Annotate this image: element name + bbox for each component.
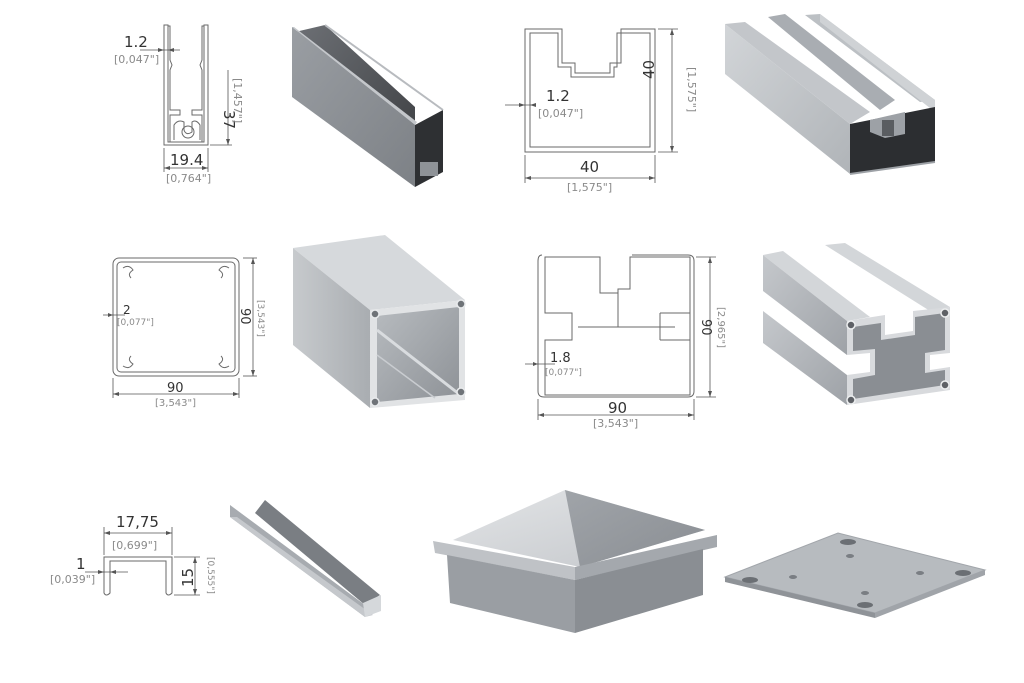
profile-b-height-label: 40 [640, 60, 658, 79]
profile-d-width-inch-label: [3,543"] [593, 417, 638, 430]
profile-d-thickness-label: 1.8 [550, 351, 571, 366]
profile-c-width-inch-label: [3,543"] [155, 398, 196, 409]
profile-d-height-label: 90 [698, 319, 713, 336]
drawing-profile-e: 17,75 [0,699"] 1 [0,039"] 15 [0,555"] [40, 505, 225, 605]
profile-a-width-label: 19.4 [170, 151, 203, 169]
profile-b-height-inch-label: [1,575"] [685, 67, 698, 112]
profile-c-thickness-inch-label: [0,077"] [117, 318, 154, 328]
drawing-profile-b: 1.2 [0,047"] 40 [1,575"] 40 [1,575"] [500, 15, 700, 195]
profile-c-height-inch-label: [3,543"] [255, 300, 265, 337]
profile-c-height-label: 90 [237, 308, 252, 325]
profile-a-thickness-label: 1.2 [124, 33, 148, 51]
small-u-channel-render [225, 495, 385, 625]
profile-a-width-inch-label: [0,764"] [166, 172, 211, 185]
profile-c-thickness-label: 2 [123, 303, 131, 317]
profile-a-thickness-inch-label: [0,047"] [114, 53, 159, 66]
square-base-plate-render [720, 525, 990, 620]
drawing-profile-a: 1.2 [0,047"] 19.4 [0,764"] 37 [1,457"] [100, 20, 270, 195]
profile-d-thickness-inch-label: [0,077"] [545, 368, 582, 378]
profile-d-height-inch-label: [2,965"] [715, 307, 726, 348]
profile-c-width-label: 90 [167, 381, 184, 396]
profile-e-thickness-label: 1 [76, 555, 86, 573]
pyramid-post-cap-render [425, 485, 725, 650]
cross-slot-profile-render [755, 235, 955, 415]
u-channel-profile-render [285, 22, 455, 192]
square-tube-profile-render [285, 230, 475, 415]
double-groove-profile-render [720, 12, 955, 187]
profile-d-width-label: 90 [608, 399, 627, 417]
profile-e-height-label: 15 [179, 568, 197, 587]
profile-b-width-label: 40 [580, 158, 599, 176]
profile-b-thickness-inch-label: [0,047"] [538, 107, 583, 120]
profile-a-height-inch-label: [1,457"] [231, 78, 244, 123]
drawing-profile-d: 1.8 [0,077"] 90 [3,543"] 90 [2,965"] [520, 245, 730, 435]
profile-e-thickness-inch-label: [0,039"] [50, 573, 95, 586]
profile-e-width-inch-label: [0,699"] [112, 539, 157, 552]
profile-e-width-label: 17,75 [116, 513, 159, 531]
profile-a-cross-section: 1.2 [0,047"] 19.4 [0,764"] 37 [1,457"] [114, 24, 244, 185]
profile-b-thickness-label: 1.2 [546, 87, 570, 105]
profile-e-height-inch-label: [0,555"] [205, 557, 215, 594]
profile-a-height-label: 37 [220, 110, 238, 129]
drawing-profile-c: 2 [0,077"] 90 [3,543"] 90 [3,543"] [95, 250, 270, 410]
profile-b-width-inch-label: [1,575"] [567, 181, 612, 194]
